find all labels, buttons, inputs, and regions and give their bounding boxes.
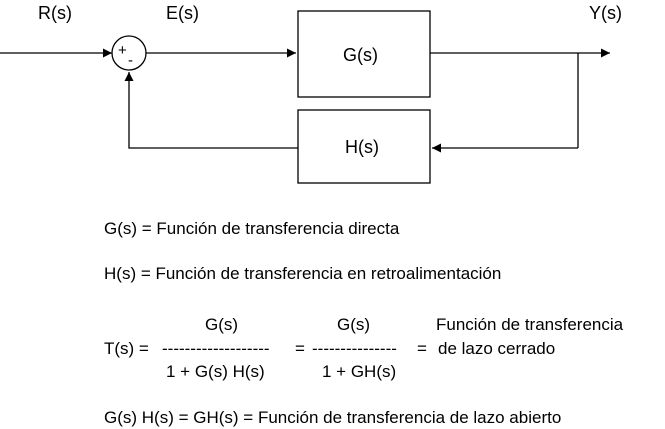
- closed-loop-numerator-1: G(s): [205, 315, 239, 334]
- error-signal-label: E(s): [166, 3, 199, 23]
- closed-loop-lhs: T(s) =: [104, 339, 149, 358]
- closed-loop-note-line-2: de lazo cerrado: [438, 339, 556, 358]
- forward-block-label: G(s): [343, 45, 378, 65]
- feedback-return-line: [124, 72, 298, 149]
- closed-loop-note-line-1: Función de transferencia: [436, 315, 624, 334]
- closed-loop-equals-1: =: [295, 339, 305, 358]
- summing-plus-sign: +: [118, 42, 127, 59]
- summing-minus-sign: -: [128, 52, 133, 69]
- closed-loop-fraction-bar-1: -------------------: [162, 339, 270, 358]
- open-loop-definition: G(s) H(s) = GH(s) = Función de transfere…: [104, 408, 562, 427]
- output-signal-label: Y(s): [589, 3, 622, 23]
- closed-loop-numerator-2: G(s): [337, 315, 371, 334]
- closed-loop-denominator-2: 1 + GH(s): [322, 362, 397, 381]
- closed-loop-equals-2: =: [417, 339, 427, 358]
- closed-loop-fraction-bar-2: ---------------: [312, 339, 397, 358]
- feedback-definition: H(s) = Función de transferencia en retro…: [104, 264, 502, 283]
- input-signal-label: R(s): [38, 3, 72, 23]
- feedback-block-label: H(s): [345, 137, 379, 157]
- forward-definition: G(s) = Función de transferencia directa: [104, 219, 400, 238]
- feedback-block: [297, 109, 431, 184]
- closed-loop-denominator-1: 1 + G(s) H(s): [166, 362, 265, 381]
- forward-block: [297, 10, 431, 98]
